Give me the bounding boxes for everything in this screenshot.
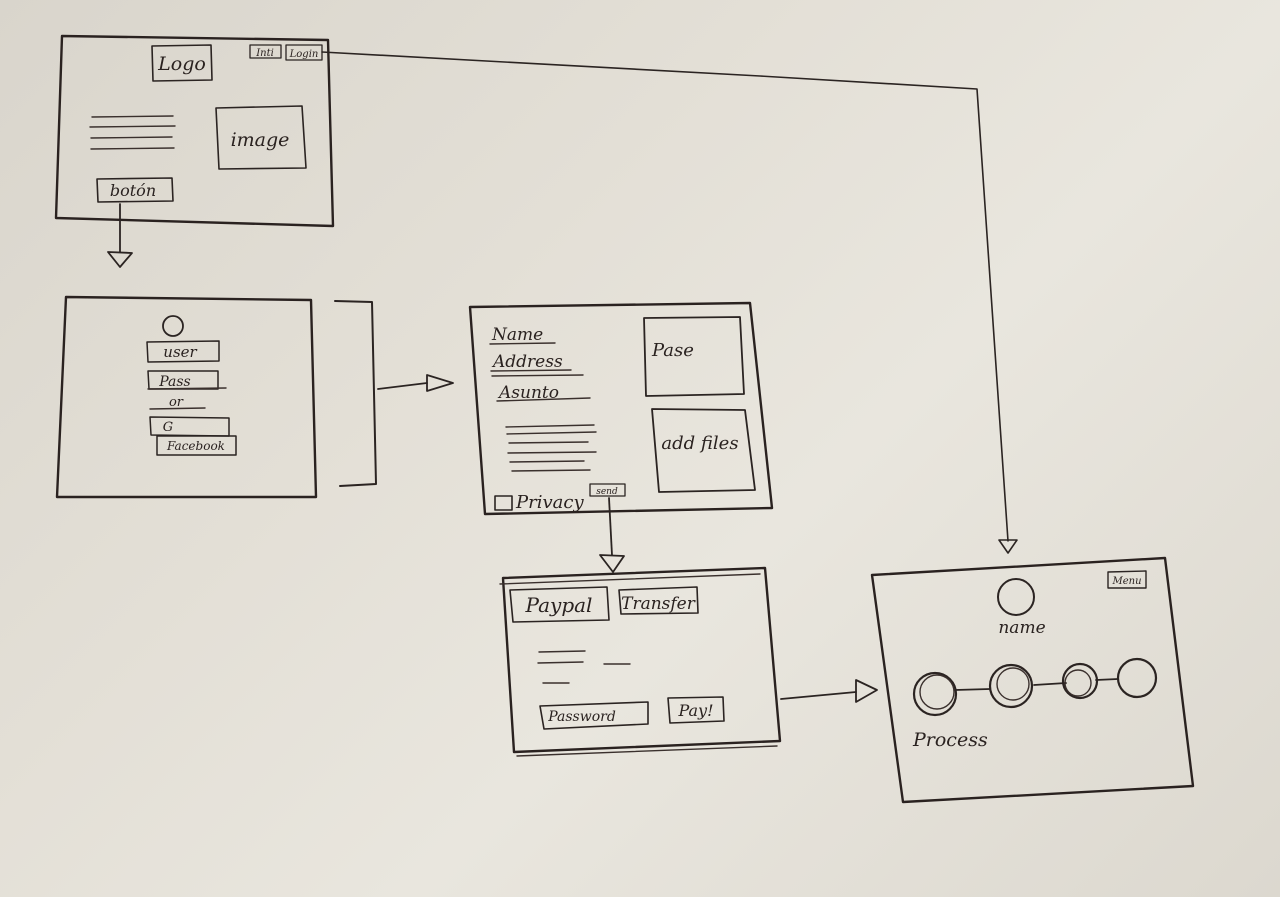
transfer-tab[interactable]: Transfer: [618, 586, 699, 615]
pass-field-label: Pass: [158, 374, 191, 390]
checkbox-icon: [494, 495, 513, 511]
profile-avatar-icon: [997, 578, 1035, 616]
subject-field[interactable]: Asunto: [496, 383, 591, 403]
facebook-label: Facebook: [166, 439, 225, 453]
text-lines: [89, 115, 176, 150]
home-screen: Logo Inti Login image botón: [54, 34, 335, 228]
arrow-payment-to-progress: [780, 679, 878, 703]
password-label: Password: [547, 709, 616, 725]
name-field-label: Name: [491, 325, 543, 345]
privacy-checkbox[interactable]: Privacy: [494, 492, 584, 513]
nav-link-inti[interactable]: Inti: [249, 44, 282, 59]
payment-detail-lines: [537, 650, 631, 684]
paypal-label: Paypal: [525, 593, 593, 617]
image-label: image: [231, 129, 290, 151]
pase-box[interactable]: Pase: [643, 316, 745, 397]
transfer-label: Transfer: [621, 594, 696, 614]
profile-name: name: [998, 618, 1045, 638]
pay-label: Pay!: [677, 701, 713, 720]
logo-box: Logo: [151, 44, 213, 82]
privacy-label: Privacy: [515, 492, 584, 513]
add-files-box[interactable]: add files: [651, 408, 756, 493]
step-4-icon: [1116, 657, 1158, 699]
step-1-icon: [912, 671, 958, 717]
image-placeholder: image: [215, 105, 307, 170]
cta-button[interactable]: botón: [96, 177, 174, 203]
avatar-icon: [162, 315, 184, 337]
paypal-tab[interactable]: Paypal: [509, 586, 610, 623]
user-field[interactable]: user: [146, 340, 220, 363]
login-screen: user Pass or G Facebook: [55, 295, 318, 499]
name-field[interactable]: Name: [489, 325, 556, 345]
password-field[interactable]: Password: [539, 701, 649, 730]
facebook-button[interactable]: Facebook: [156, 435, 237, 456]
google-label: G: [163, 420, 173, 435]
process-label: Process: [912, 729, 988, 751]
or-label: or: [169, 395, 184, 410]
nav-link-login[interactable]: Login: [285, 44, 323, 61]
add-files-label: add files: [661, 433, 738, 454]
progress-steps: [912, 657, 1158, 717]
message-lines: [505, 424, 597, 472]
nav-inti-label: Inti: [255, 48, 274, 59]
google-button[interactable]: G: [149, 416, 230, 437]
divider: [149, 407, 206, 410]
logo-label: Logo: [157, 53, 206, 75]
form-screen: Name Address Asunto Pase add files: [468, 301, 774, 516]
arrow-home-to-login: [107, 203, 133, 268]
pass-field[interactable]: Pass: [147, 370, 227, 390]
progress-screen: Menu name Process: [870, 556, 1195, 804]
send-label: send: [596, 487, 618, 497]
send-button[interactable]: send: [589, 483, 626, 497]
user-field-label: user: [163, 343, 197, 361]
step-2-icon: [988, 663, 1034, 709]
address-field-label: Address: [491, 352, 563, 372]
nav-login-label: Login: [289, 49, 319, 60]
menu-label: Menu: [1111, 576, 1141, 587]
arrow-form-to-payment: [599, 497, 625, 573]
pay-button[interactable]: Pay!: [667, 696, 725, 724]
menu-button[interactable]: Menu: [1107, 570, 1147, 589]
arrow-login-to-form: [334, 300, 454, 487]
pase-label: Pase: [651, 340, 694, 361]
subject-field-label: Asunto: [497, 383, 559, 403]
payment-screen: Paypal Transfer Password Pay!: [499, 566, 782, 757]
step-3-icon: [1061, 662, 1099, 700]
cta-button-label: botón: [110, 181, 156, 200]
address-field[interactable]: Address: [490, 352, 584, 377]
arrow-home-to-progress: [321, 51, 1018, 554]
